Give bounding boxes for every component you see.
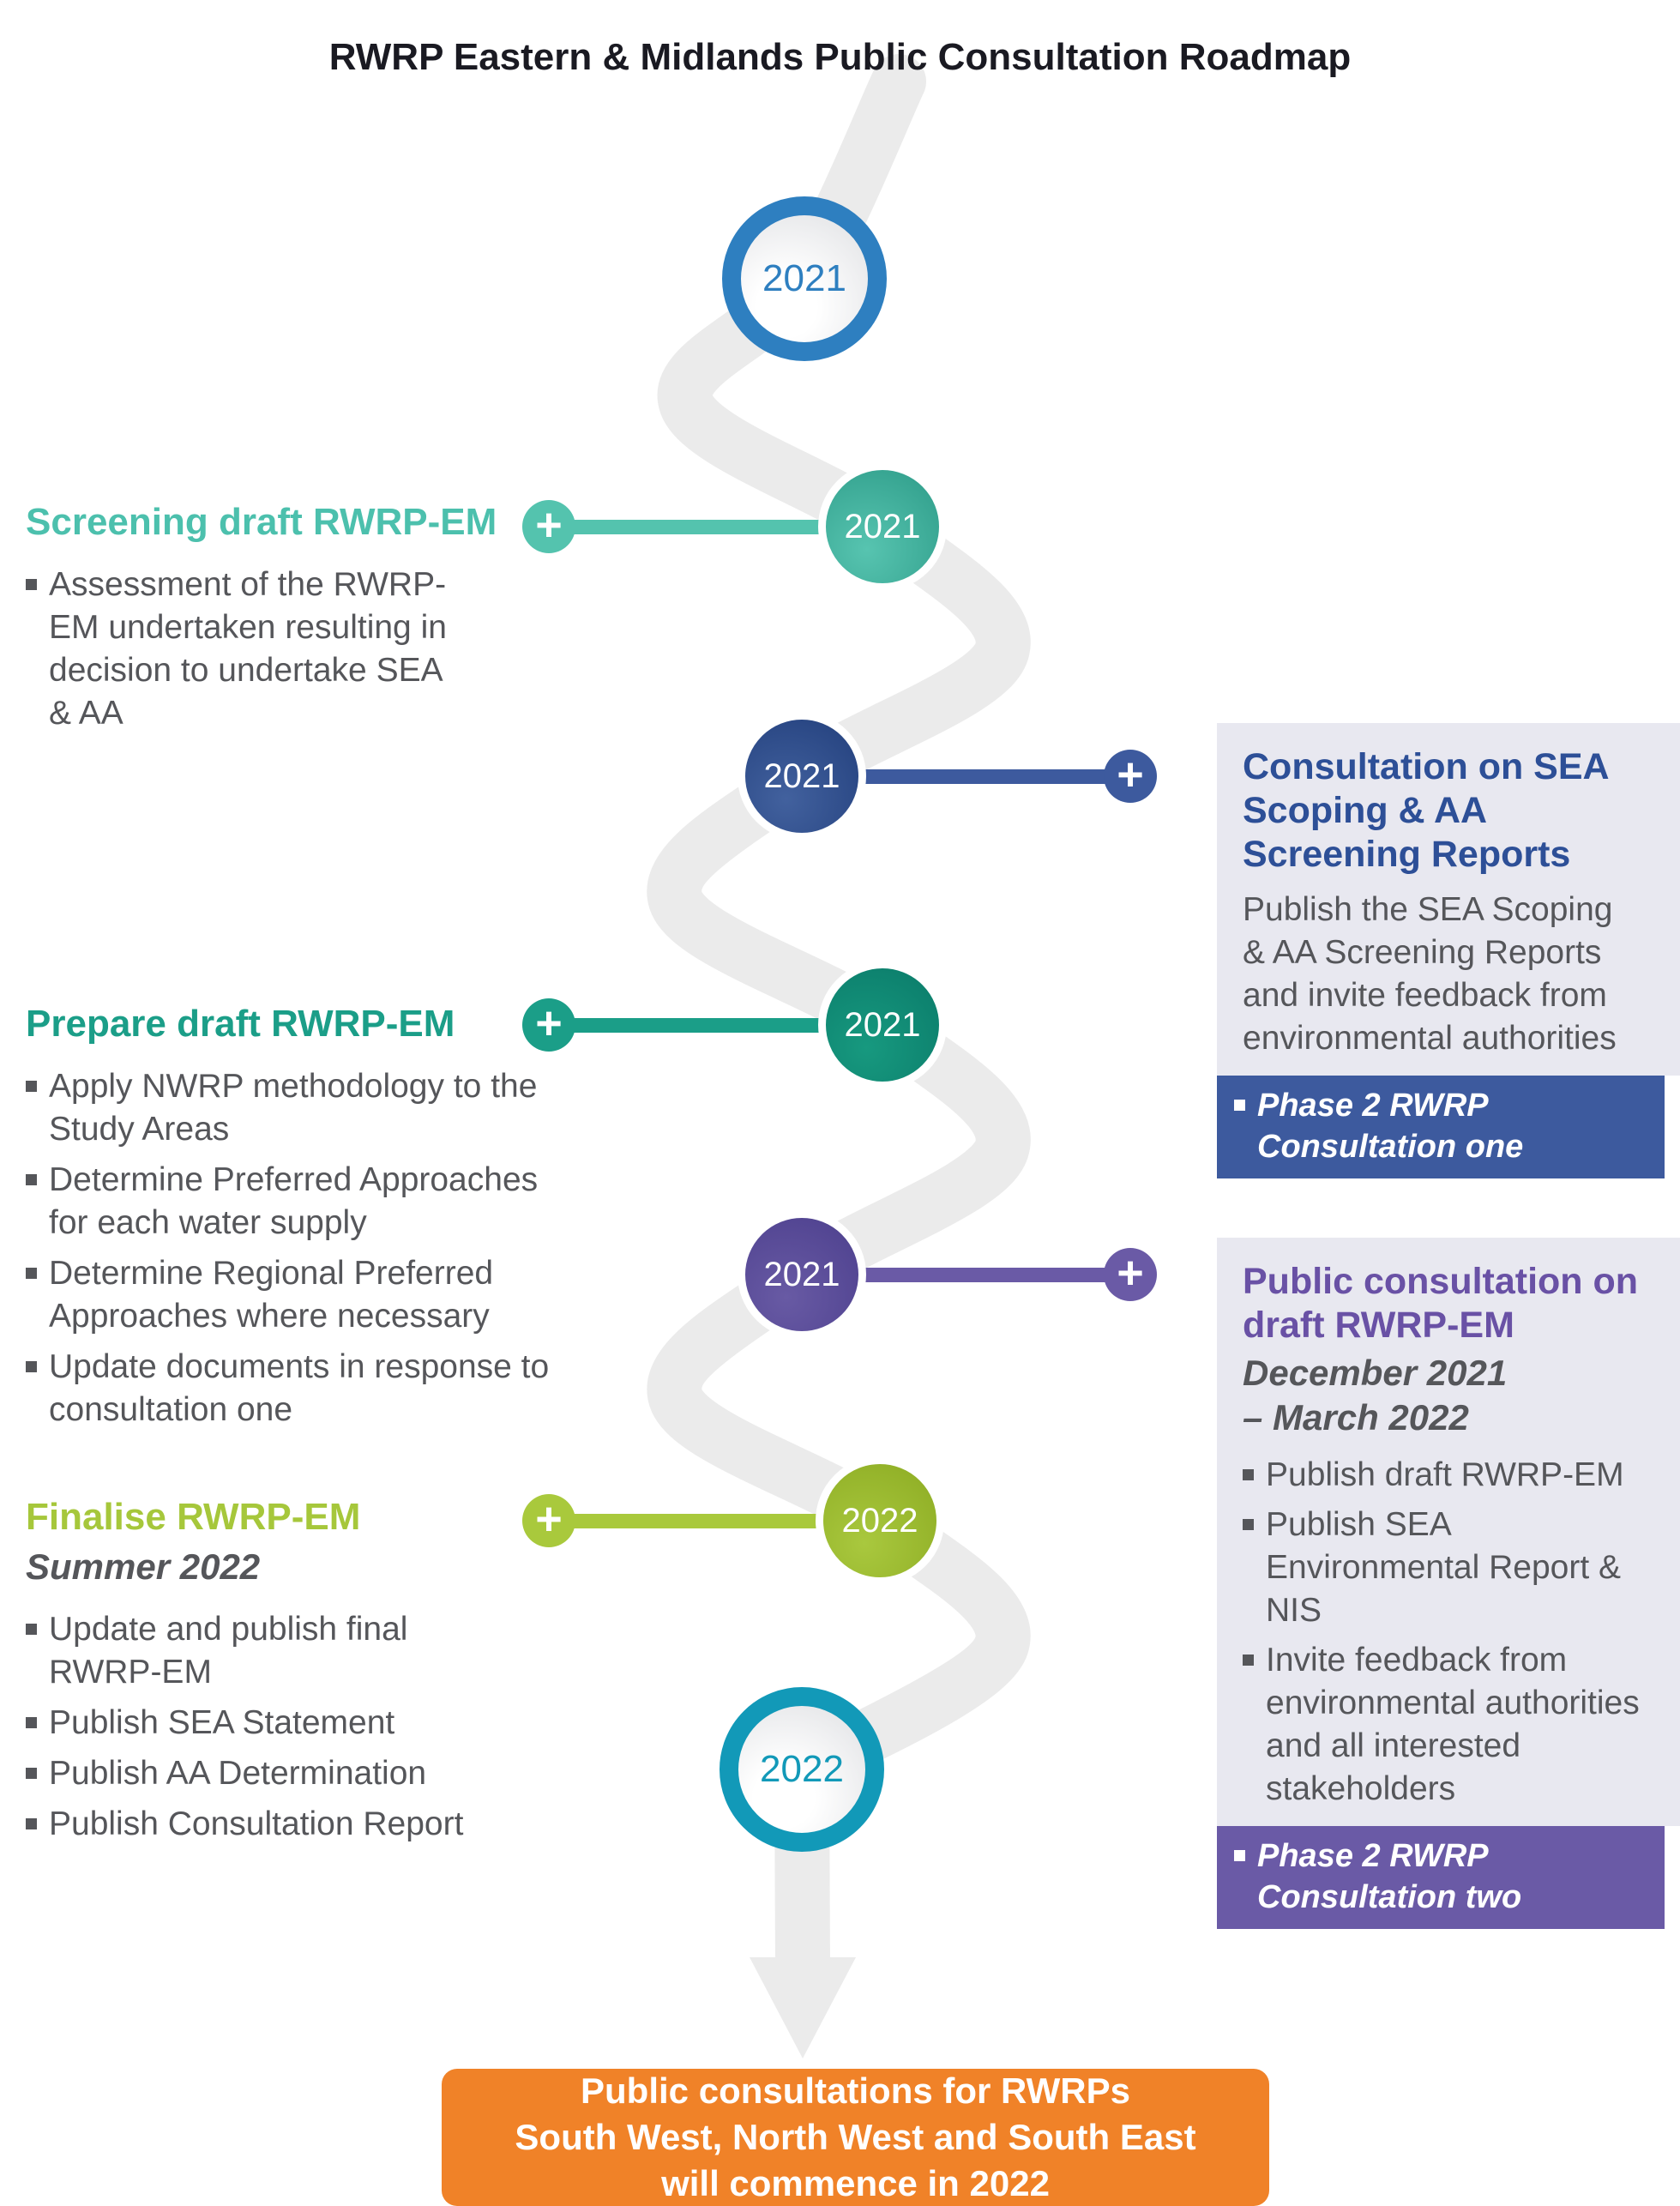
panel-heading: Public consultation on draft RWRP-EM [1243, 1261, 1639, 1346]
milestone-subheading: Summer 2022 [26, 1546, 261, 1587]
square-bullet-icon [26, 1174, 37, 1185]
page-title: RWRP Eastern & Midlands Public Consultat… [328, 36, 1352, 78]
bullet-text: Publish draft RWRP-EM [1266, 1456, 1624, 1493]
timeline-node: 2021 [722, 196, 887, 361]
connector-line [802, 1268, 1130, 1282]
square-bullet-icon [1243, 1654, 1254, 1666]
plus-icon: + [522, 998, 575, 1052]
bullet-item: Publish SEA Environmental Report & NIS [1243, 1504, 1656, 1632]
bullet-text: Apply NWRP methodology to the Study Area… [49, 1068, 538, 1148]
bullet-item: Apply NWRP methodology to the Study Area… [26, 1065, 555, 1151]
bullet-item: Determine Preferred Approaches for each … [26, 1159, 555, 1245]
timeline-node: 2021 [738, 712, 866, 841]
phase-text: Phase 2 RWRP Consultation one [1257, 1088, 1524, 1165]
square-bullet-icon [26, 1081, 37, 1092]
square-bullet-icon [1234, 1850, 1245, 1861]
square-bullet-icon [26, 579, 37, 590]
connector-line [549, 1018, 883, 1033]
square-bullet-icon [1243, 1469, 1254, 1480]
square-bullet-icon [26, 1361, 37, 1372]
bullet-list: Publish draft RWRP-EM Publish SEA Enviro… [1243, 1454, 1656, 1811]
bullet-list: Apply NWRP methodology to the Study Area… [26, 1065, 555, 1431]
node-year-label: 2021 [763, 1255, 840, 1293]
bullet-item: Publish Consultation Report [26, 1803, 512, 1846]
bullet-text: Publish SEA Statement [49, 1704, 395, 1741]
footer-banner: Public consultations for RWRPs South Wes… [442, 2069, 1269, 2206]
square-bullet-icon [26, 1624, 37, 1635]
bullet-item: Invite feedback from environmental autho… [1243, 1639, 1656, 1811]
panel-subheading: December 2021 – March 2022 [1243, 1353, 1508, 1438]
timeline-node: 2021 [818, 462, 947, 591]
bullet-text: Determine Regional Preferred Approaches … [49, 1255, 494, 1335]
square-bullet-icon [26, 1268, 37, 1279]
timeline-node: 2021 [738, 1210, 866, 1339]
panel-heading: Consultation on SEA Scoping & AA Screeni… [1243, 746, 1608, 875]
bullet-text: Publish Consultation Report [49, 1805, 464, 1842]
plus-icon: + [522, 1494, 575, 1547]
timeline-node: 2022 [816, 1456, 944, 1585]
bullet-text: Update documents in response to consulta… [49, 1348, 550, 1428]
connector-line [802, 769, 1130, 784]
timeline-node: 2022 [720, 1687, 884, 1852]
bullet-item: Determine Regional Preferred Approaches … [26, 1252, 555, 1338]
bullet-item: Publish AA Determination [26, 1752, 512, 1795]
consultation-panel-sea-scoping: Consultation on SEA Scoping & AA Screeni… [1217, 723, 1680, 1178]
consultation-panel-draft-rwrp: Public consultation on draft RWRP-EM Dec… [1217, 1238, 1680, 1929]
plus-icon: + [1104, 1248, 1157, 1301]
plus-icon: + [1104, 750, 1157, 803]
node-year-label: 2022 [841, 1501, 918, 1540]
square-bullet-icon [26, 1717, 37, 1728]
milestone-finalise: Finalise RWRP-EM Summer 2022 Update and … [26, 1495, 512, 1846]
connector-line [549, 1514, 883, 1528]
phase-badge: Phase 2 RWRP Consultation one [1217, 1076, 1665, 1178]
bullet-text: Publish SEA Environmental Report & NIS [1266, 1506, 1622, 1629]
bullet-item: Update and publish final RWRP-EM [26, 1608, 512, 1694]
square-bullet-icon [1243, 1519, 1254, 1530]
node-year-label: 2021 [762, 257, 846, 299]
square-bullet-icon [26, 1818, 37, 1829]
bullet-text: Determine Preferred Approaches for each … [49, 1161, 539, 1241]
bullet-text: Invite feedback from environmental autho… [1266, 1642, 1640, 1807]
square-bullet-icon [26, 1768, 37, 1779]
panel-body: Public consultation on draft RWRP-EM Dec… [1217, 1238, 1680, 1826]
milestone-screening: Screening draft RWRP-EM Assessment of th… [26, 500, 497, 735]
phase-text: Phase 2 RWRP Consultation two [1257, 1838, 1522, 1915]
bullet-list: Assessment of the RWRP-EM undertaken res… [26, 564, 497, 735]
node-year-label: 2021 [763, 756, 840, 795]
panel-text: Publish the SEA Scoping & AA Screening R… [1243, 891, 1617, 1057]
arrow-down-icon [750, 1957, 856, 2058]
bullet-text: Assessment of the RWRP-EM undertaken res… [49, 566, 447, 732]
plus-icon: + [522, 500, 575, 553]
bullet-item: Assessment of the RWRP-EM undertaken res… [26, 564, 497, 735]
bullet-item: Update documents in response to consulta… [26, 1346, 555, 1431]
panel-body: Consultation on SEA Scoping & AA Screeni… [1217, 723, 1680, 1076]
bullet-item: Publish draft RWRP-EM [1243, 1454, 1656, 1497]
milestone-prepare: Prepare draft RWRP-EM Apply NWRP methodo… [26, 1002, 555, 1431]
bullet-item: Publish SEA Statement [26, 1702, 512, 1745]
node-year-label: 2021 [844, 1005, 921, 1044]
milestone-heading: Screening draft RWRP-EM [26, 501, 497, 543]
square-bullet-icon [1234, 1100, 1245, 1111]
milestone-heading: Finalise RWRP-EM [26, 1496, 361, 1538]
timeline-node: 2021 [818, 961, 947, 1089]
connector-line [549, 520, 883, 534]
footer-banner-text: Public consultations for RWRPs South Wes… [515, 2070, 1196, 2203]
bullet-text: Update and publish final RWRP-EM [49, 1611, 408, 1691]
node-year-label: 2022 [760, 1748, 844, 1790]
node-year-label: 2021 [844, 507, 921, 545]
bullet-text: Publish AA Determination [49, 1755, 427, 1792]
phase-badge: Phase 2 RWRP Consultation two [1217, 1826, 1665, 1929]
bullet-list: Update and publish final RWRP-EM Publish… [26, 1608, 512, 1846]
milestone-heading: Prepare draft RWRP-EM [26, 1003, 455, 1045]
